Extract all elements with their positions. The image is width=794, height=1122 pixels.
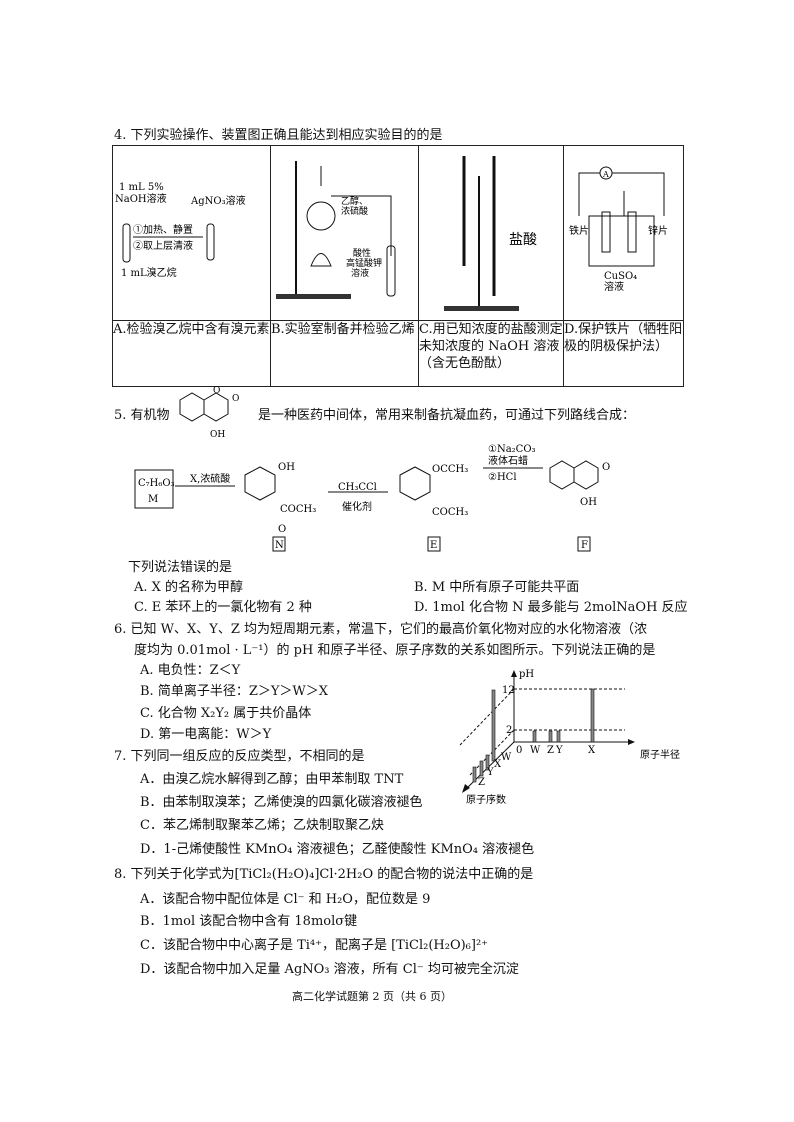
arrow1-label: X,浓硫酸 <box>190 472 230 485</box>
q7-option-d: D．1-己烯使酸性 KMnO₄ 溶液褪色；乙醛使酸性 KMnO₄ 溶液褪色 <box>140 842 535 857</box>
q5-option-c: C. E 苯环上的一氯化物有 2 种 <box>134 600 312 615</box>
svg-text:Y: Y <box>486 767 494 778</box>
coumarin-structure: O O OH <box>179 386 239 440</box>
option-c: C.用已知浓度的盐酸测定未知浓度的 NaOH 溶液（含无色酚酞） <box>418 320 564 387</box>
fig-a-reagent2: AgNO₃溶液 <box>190 194 246 207</box>
fig-a-step2: ②取上层清液 <box>133 239 193 252</box>
q5-synthesis-scheme: C₇H₆O₃ M X,浓硫酸 OH COCH₃ O N CH₃CCl 催化剂 O… <box>134 444 610 552</box>
svg-text:Z: Z <box>547 745 554 756</box>
q6-stem-1: 6. 已知 W、X、Y、Z 均为短周期元素，常温下，它们的最高价氧化物对应的水化… <box>114 622 648 637</box>
q7-stem: 7. 下列同一组反应的反应类型，不相同的是 <box>114 749 365 764</box>
fig-c-label: 盐酸 <box>509 232 537 248</box>
svg-text:COCH₃: COCH₃ <box>432 507 468 518</box>
q6-option-d: D. 第一电离能：W＞Y <box>140 727 272 742</box>
fig-a-bottom: 1 mL溴乙烷 <box>121 266 177 279</box>
fig-a-step1: ①加热、静置 <box>133 223 193 236</box>
q5-stem-post: 是一种医药中间体，常用来制备抗凝血药，可通过下列路线合成： <box>258 408 636 423</box>
reagent3b: 液体石蜡 <box>488 454 528 467</box>
fig-b-label3: 酸性 <box>353 247 371 259</box>
q5-option-b: B. M 中所有原子可能共平面 <box>414 580 580 595</box>
q4-table: 1 mL 5% NaOH溶液 AgNO₃溶液 ①加热、静置 ②取上层清液 1 m… <box>112 145 684 387</box>
fig-d-meter: A <box>602 170 609 179</box>
fig-b: 乙醇、 浓硫酸 酸性 高锰酸钾 溶液 <box>270 145 419 321</box>
fig-d-right: 锌片 <box>648 224 668 237</box>
q4-stem: 4. 下列实验操作、装置图正确且能达到相应实验目的的是 <box>114 128 443 143</box>
svg-text:O: O <box>602 462 610 473</box>
fig-a-reagent1b: NaOH溶液 <box>115 192 167 205</box>
fig-d: A 铁片 锌片 CuSO₄ 溶液 <box>563 145 684 321</box>
fig-a: 1 mL 5% NaOH溶液 AgNO₃溶液 ①加热、静置 ②取上层清液 1 m… <box>112 145 271 321</box>
svg-text:OH: OH <box>278 462 295 473</box>
q5-option-a: A. X 的名称为甲醇 <box>134 580 244 595</box>
fig-b-label5: 溶液 <box>351 267 369 279</box>
svg-text:COCH₃: COCH₃ <box>280 504 316 515</box>
fig-d-left: 铁片 <box>569 224 589 237</box>
option-b: B.实验室制备并检验乙烯 <box>270 320 419 387</box>
fig-b-label1: 乙醇、 <box>341 195 368 207</box>
q5-option-d: D. 1mol 化合物 N 最多能与 2molNaOH 反应 <box>414 600 688 615</box>
m-formula: C₇H₆O₃ <box>138 478 175 489</box>
svg-text:12: 12 <box>502 685 515 696</box>
option-a: A.检验溴乙烷中含有溴元素 <box>112 320 271 387</box>
option-d: D.保护铁片（牺牲阳极的阴极保护法） <box>563 320 684 387</box>
fig-b-label4: 高锰酸钾 <box>346 257 382 269</box>
label-n: N <box>275 540 284 551</box>
label-f: F <box>581 540 588 551</box>
reagent3c: ②HCl <box>488 472 517 483</box>
fig-d-sol1: CuSO₄ <box>604 271 637 282</box>
fig-a-reagent1: 1 mL 5% <box>119 182 164 193</box>
q7-option-c: C．苯乙烯制取聚苯乙烯；乙炔制取聚乙炔 <box>140 818 384 833</box>
svg-text:Z: Z <box>478 777 485 788</box>
reagent2: CH₃CCl <box>338 482 377 493</box>
svg-text:Y: Y <box>555 745 563 756</box>
q8-option-a: A．该配合物中配位体是 Cl⁻ 和 H₂O，配位数是 9 <box>140 892 431 907</box>
fig-c: 盐酸 <box>418 145 564 321</box>
svg-text:X: X <box>588 745 596 756</box>
q6-stem-2: 度均为 0.01mol · L⁻¹）的 pH 和原子半径、原子序数的关系如图所示… <box>134 643 656 658</box>
svg-text:W: W <box>501 752 512 763</box>
catalyst: 催化剂 <box>342 500 372 513</box>
svg-text:原子半径: 原子半径 <box>640 748 680 761</box>
fig-d-sol2: 溶液 <box>604 280 624 293</box>
q7-option-a: A．由溴乙烷水解得到乙醇；由甲苯制取 TNT <box>140 772 404 787</box>
fig-b-label2: 浓硫酸 <box>341 205 368 217</box>
svg-text:原子序数: 原子序数 <box>466 793 506 806</box>
svg-text:OCCH₃: OCCH₃ <box>432 464 468 475</box>
svg-text:OH: OH <box>210 430 225 440</box>
svg-text:W: W <box>530 745 541 756</box>
label-e: E <box>430 540 437 551</box>
reagent3a: ①Na₂CO₃ <box>488 444 536 455</box>
svg-text:pH: pH <box>519 669 534 680</box>
svg-text:O: O <box>232 394 239 404</box>
q5-stem-pre: 5. 有机物 <box>114 408 170 423</box>
svg-text:OH: OH <box>580 497 597 508</box>
q6-option-c: C. 化合物 X₂Y₂ 属于共价晶体 <box>140 706 312 721</box>
q6-option-a: A. 电负性：Z＜Y <box>140 663 241 678</box>
q8-option-c: C．该配合物中中心离子是 Ti⁴⁺，配离子是 [TiCl₂(H₂O)₆]²⁺ <box>140 938 489 953</box>
svg-text:O: O <box>213 386 220 396</box>
q8-option-b: B．1mol 该配合物中含有 18molσ键 <box>140 914 358 929</box>
q8-option-d: D．该配合物中加入足量 AgNO₃ 溶液，所有 Cl⁻ 均可被完全沉淀 <box>140 962 519 977</box>
q6-option-b: B. 简单离子半径：Z＞Y＞W＞X <box>140 684 329 699</box>
q5-question: 下列说法错误的是 <box>128 560 233 575</box>
svg-text:0: 0 <box>516 745 522 756</box>
page-footer: 高二化学试题第 2 页（共 6 页） <box>292 990 452 1003</box>
svg-text:2: 2 <box>506 725 512 736</box>
q6-figure: pH 原子半径 原子序数 12 2 0 W Z Y X W X Y Z <box>459 669 680 806</box>
svg-text:O: O <box>278 524 286 535</box>
svg-text:X: X <box>494 759 502 770</box>
q7-option-b: B．由苯制取溴苯；乙烯使溴的四氯化碳溶液褪色 <box>140 795 423 810</box>
m-label: M <box>148 494 158 505</box>
q8-stem: 8. 下列关于化学式为[TiCl₂(H₂O)₄]Cl·2H₂O 的配合物的说法中… <box>114 867 534 882</box>
